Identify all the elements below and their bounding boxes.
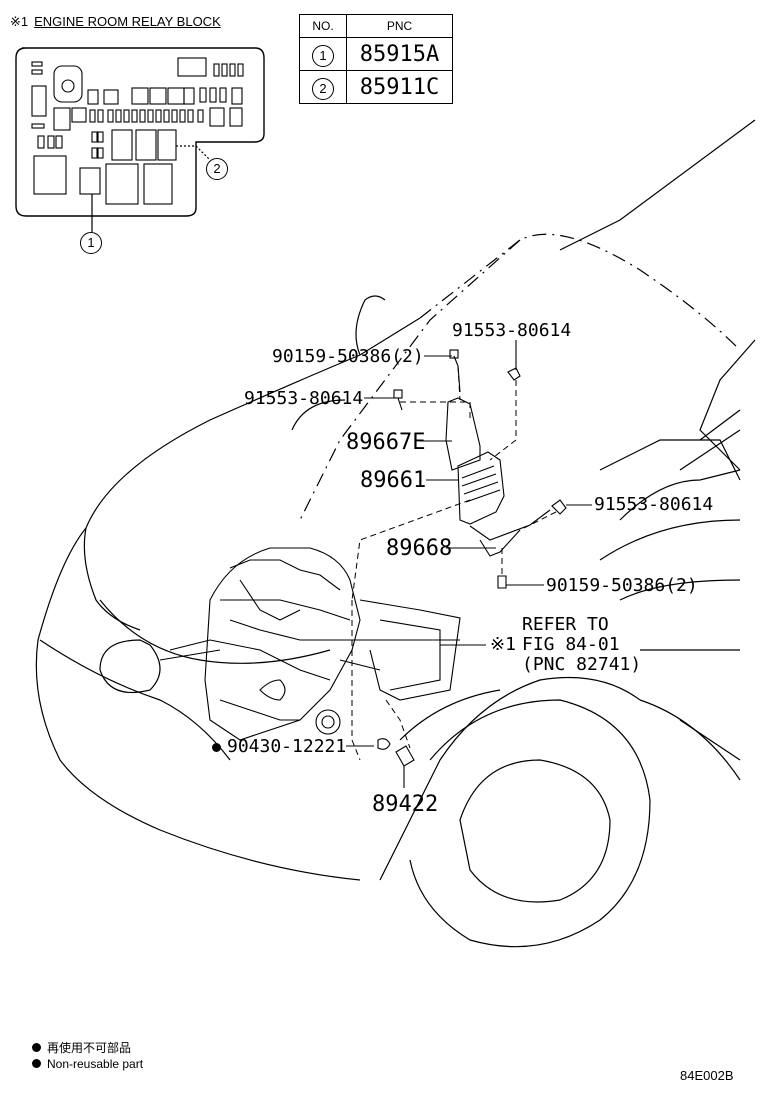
- pnc-row-number: 2: [312, 78, 334, 100]
- relay-block-heading: ENGINE ROOM RELAY BLOCK: [34, 14, 221, 29]
- part-label-89422: 89422: [372, 792, 439, 817]
- part-number-text: 90430-12221: [227, 736, 347, 757]
- pnc-table-header-no: NO.: [299, 14, 347, 38]
- engine-assembly: [159, 547, 461, 741]
- pnc-row-value: 85915A: [346, 37, 453, 71]
- legend-line-jp: 再使用不可部品: [32, 1039, 131, 1056]
- part-label-90159-50386-upper: 90159-50386(2): [272, 346, 424, 367]
- legend-line-en: Non-reusable part: [32, 1057, 143, 1071]
- pnc-table: NO. PNC 1 85915A 2 85911C: [299, 14, 453, 104]
- leader-lines: [351, 365, 557, 761]
- pnc-table-header-pnc: PNC: [346, 14, 453, 38]
- part-label-91553-80614-right: 91553-80614: [594, 494, 714, 515]
- callout-1: 1: [80, 232, 102, 254]
- label-leaders: [346, 340, 592, 788]
- relay-block-title: ※1 ENGINE ROOM RELAY BLOCK: [10, 14, 221, 30]
- refer-mark: ※1: [490, 634, 516, 655]
- part-label-89668: 89668: [386, 536, 453, 561]
- figure-code: 84E002B: [680, 1068, 734, 1083]
- non-reusable-dot-icon: [212, 743, 221, 752]
- part-label-90159-50386-lower: 90159-50386(2): [546, 575, 698, 596]
- pnc-table-row: 2 85911C: [299, 70, 453, 104]
- legend-text-jp: 再使用不可部品: [47, 1041, 132, 1055]
- legend-dot-icon: [32, 1043, 41, 1052]
- relay-block-outline: [15, 47, 265, 217]
- refer-line-1: REFER TO: [522, 614, 609, 635]
- relay-block-components: [31, 57, 244, 205]
- legend-text-en: Non-reusable part: [47, 1057, 144, 1071]
- part-label-89667e: 89667E: [346, 430, 426, 455]
- relay-block-mark: ※1: [10, 14, 29, 29]
- pnc-table-row: 1 85915A: [299, 37, 453, 71]
- pnc-row-number: 1: [312, 45, 334, 67]
- refer-line-2: FIG 84-01: [522, 634, 620, 655]
- callout-2: 2: [206, 158, 228, 180]
- part-label-91553-80614-top: 91553-80614: [452, 320, 572, 341]
- part-label-91553-80614-left: 91553-80614: [244, 388, 364, 409]
- part-label-89661: 89661: [360, 468, 427, 493]
- refer-line-3: (PNC 82741): [522, 654, 642, 675]
- part-label-90430-12221: 90430-12221: [212, 736, 346, 757]
- legend-dot-icon: [32, 1059, 41, 1068]
- vehicle-body-lines: [35, 119, 756, 948]
- pnc-row-value: 85911C: [346, 70, 453, 104]
